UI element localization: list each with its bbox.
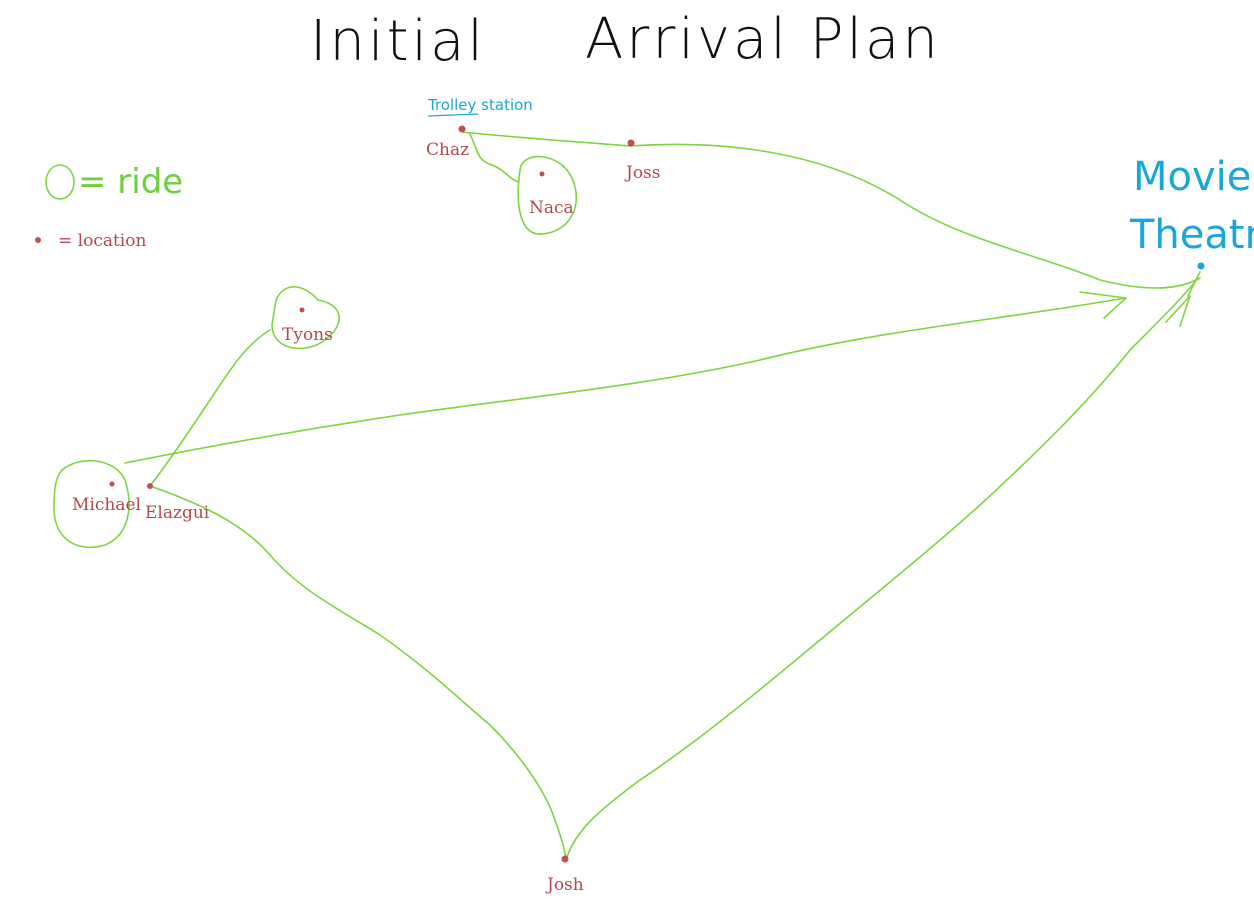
trolley-station-underline bbox=[427, 113, 479, 117]
route-elazgui-to-tyons bbox=[149, 329, 271, 487]
movie-theatre-line1: Movie bbox=[1133, 154, 1251, 200]
legend-location-symbol bbox=[35, 237, 41, 243]
label-naca: Naca bbox=[529, 198, 574, 218]
title-word-initial: Initial bbox=[310, 9, 486, 74]
location-dot-tyons bbox=[299, 307, 305, 313]
label-chaz: Chaz bbox=[426, 140, 469, 160]
movie-theatre-location-dot bbox=[1197, 262, 1205, 270]
movie-theatre: Movie Theatre bbox=[1129, 154, 1254, 270]
location-dots bbox=[109, 125, 635, 863]
route-chaz-joss-to-theatre bbox=[461, 131, 1201, 289]
legend: = ride = location bbox=[35, 162, 183, 251]
route-elazgui-to-josh bbox=[149, 485, 567, 861]
route-josh-to-theatre bbox=[565, 281, 1196, 861]
legend-ride-symbol bbox=[45, 164, 75, 200]
trolley-station-label: Trolley station bbox=[427, 96, 533, 114]
legend-ride-label: = ride bbox=[78, 162, 183, 202]
location-dot-josh bbox=[561, 855, 569, 863]
route-michael-to-theatre bbox=[124, 297, 1126, 464]
label-michael: Michael bbox=[72, 495, 141, 515]
arrow-head-top-route bbox=[1187, 271, 1201, 297]
legend-location-label: = location bbox=[58, 231, 146, 251]
trolley-station: Trolley station bbox=[427, 96, 533, 117]
ride-circle-michael bbox=[53, 459, 130, 549]
label-josh: Josh bbox=[545, 875, 584, 895]
location-dot-elazgui bbox=[147, 483, 153, 489]
location-dot-michael bbox=[109, 481, 115, 487]
location-dot-chaz bbox=[458, 125, 466, 133]
title-word-arrival-plan: Arrival Plan bbox=[585, 7, 941, 72]
location-dot-joss bbox=[627, 139, 635, 147]
route-chaz-to-naca bbox=[469, 133, 519, 183]
person-labels: Chaz Joss Naca Tyons Michael Elazgui Jos… bbox=[72, 140, 661, 895]
label-elazgui: Elazgui bbox=[145, 503, 210, 523]
movie-theatre-line2: Theatre bbox=[1129, 212, 1254, 258]
label-joss: Joss bbox=[624, 163, 661, 183]
routes bbox=[53, 131, 1201, 861]
arrow-head-michael-route bbox=[1079, 291, 1127, 319]
ride-circle-tyons bbox=[271, 286, 340, 350]
label-tyons: Tyons bbox=[282, 325, 333, 345]
arrow-head-josh-route bbox=[1165, 295, 1191, 327]
ride-circle-naca bbox=[517, 155, 577, 235]
location-dot-naca bbox=[539, 171, 545, 177]
